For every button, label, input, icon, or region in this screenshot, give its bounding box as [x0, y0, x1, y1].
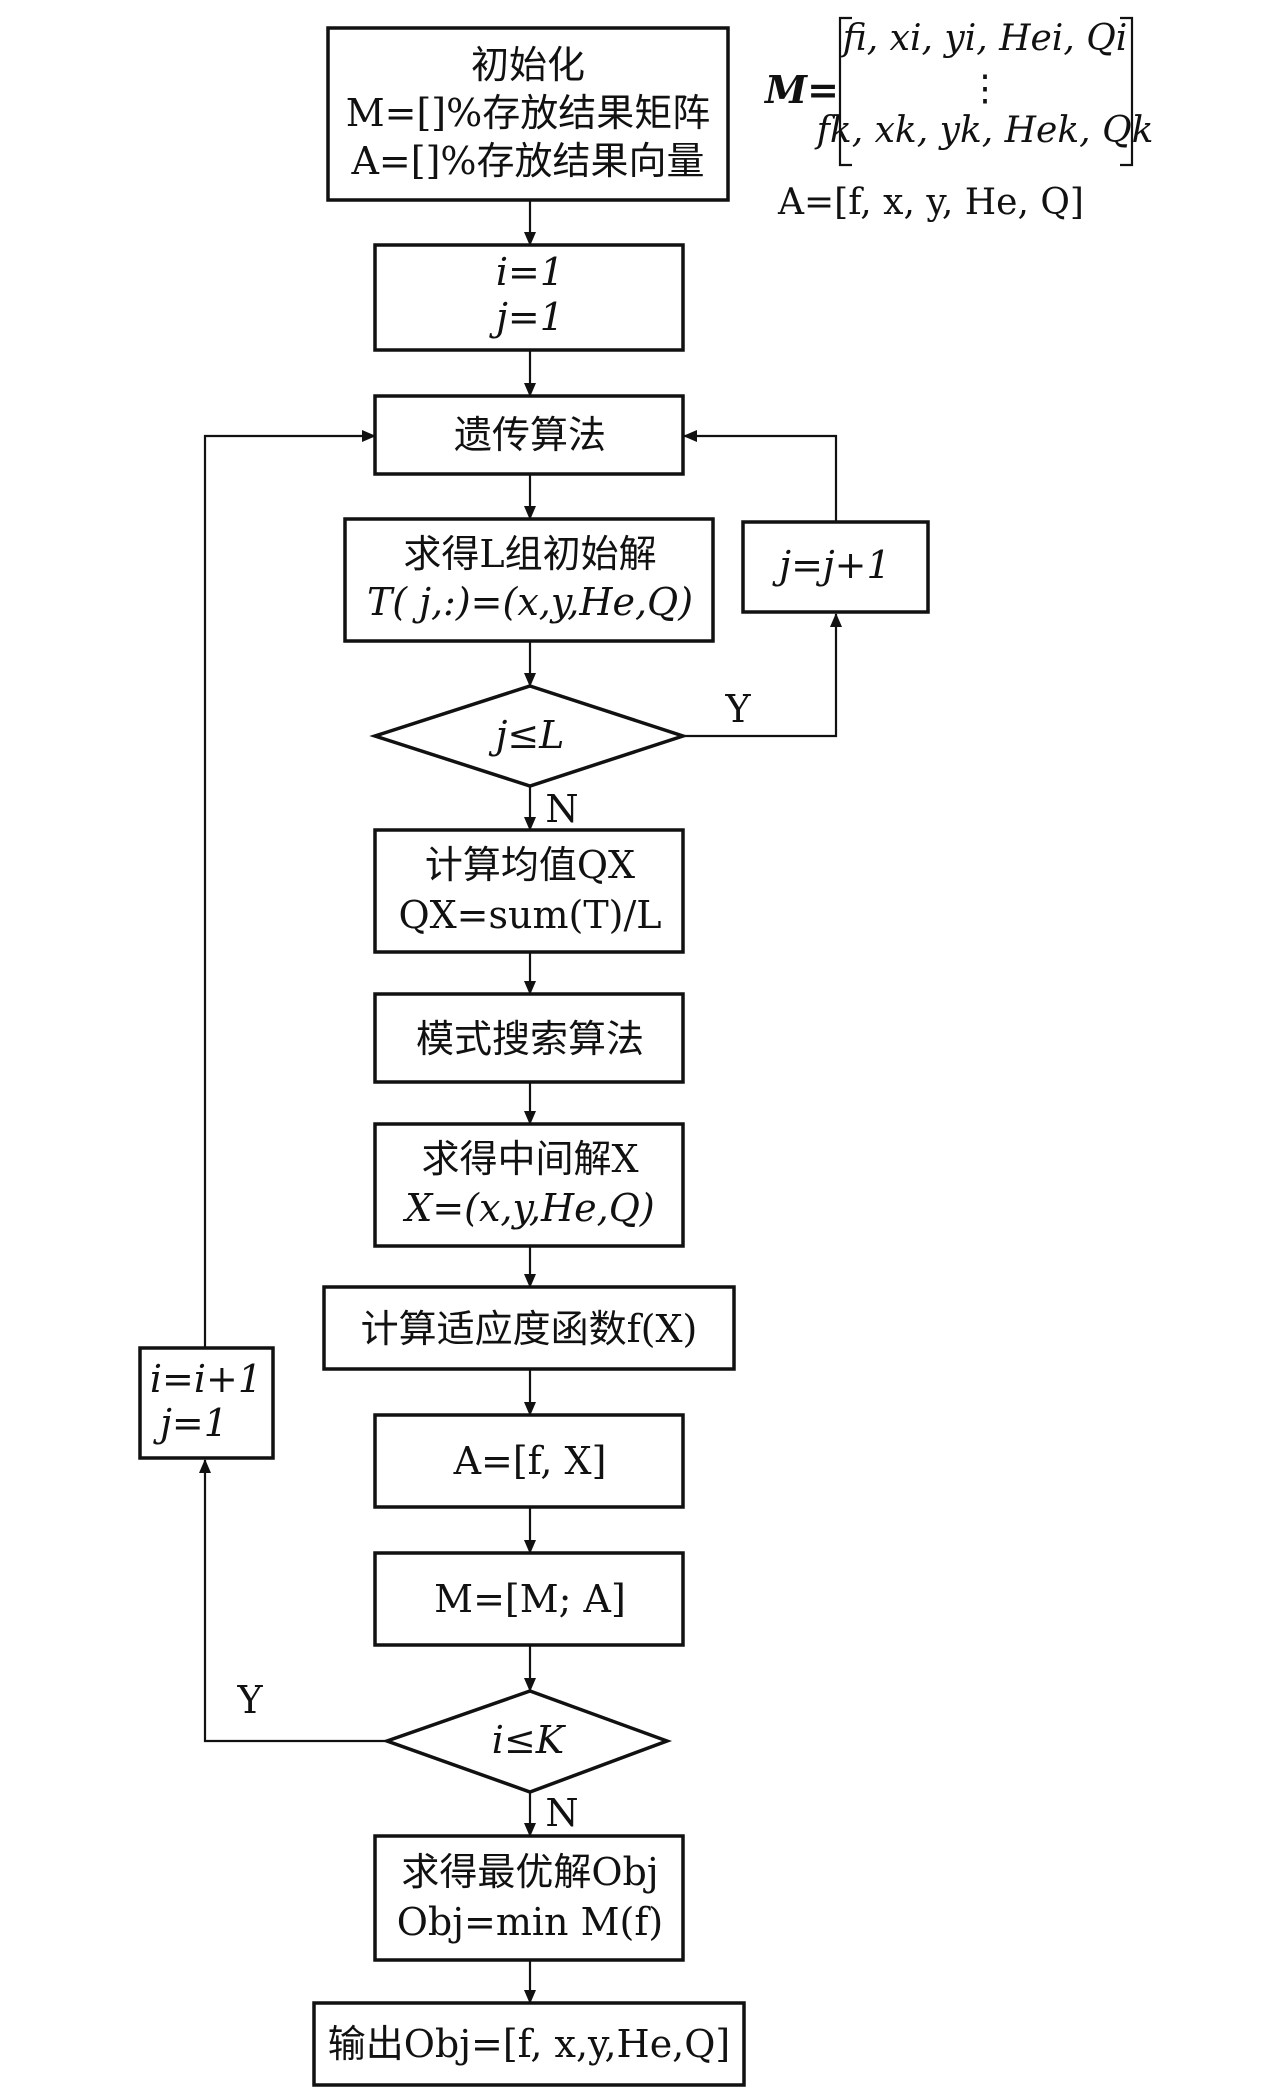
output-box: 输出Obj=[f, x,y,He,Q]	[312, 2001, 746, 2087]
ij-init-i: i=1	[496, 250, 564, 294]
connectors	[199, 200, 842, 2004]
init-title: 初始化	[471, 43, 585, 87]
intermediate-line2: X=(x,y,He,Q)	[402, 1186, 654, 1230]
ga-label: 遗传算法	[454, 413, 606, 457]
init-a-line: A=[]%存放结果向量	[350, 139, 704, 183]
edge-iinc-to-ga	[203, 430, 376, 1348]
a-assign-label: A=[f, X]	[453, 1439, 607, 1483]
decision-i-yes: Y	[236, 1678, 263, 1722]
i-increment-j: j=1	[153, 1401, 228, 1445]
matrix-note: M= fi, xi, yi, Hei, Qi ⋮ fk, xk, yk, Hek…	[763, 16, 1154, 223]
pattern-search-box: 模式搜索算法	[373, 992, 685, 1084]
decision-j-yes: Y	[724, 687, 751, 731]
decision-j-label: j≤L	[489, 713, 565, 757]
matrix-left-bracket	[838, 16, 852, 167]
m-assign-label: M=[M; A]	[434, 1577, 626, 1621]
decision-i-no: N	[545, 1791, 578, 1835]
matrix-dots: ⋮	[967, 68, 1003, 109]
matrix-row-i: fi, xi, yi, Hei, Qi	[840, 18, 1127, 59]
intermediate-box: 求得中间解X X=(x,y,He,Q)	[373, 1122, 685, 1248]
decision-j: j≤L Y N	[369, 684, 751, 831]
j-increment-label: j=j+1	[772, 543, 890, 587]
i-increment-box: i=i+1 j=1	[138, 1346, 275, 1460]
a-definition: A=[f, x, y, He, Q]	[777, 182, 1084, 223]
edge-jinc-to-ga	[683, 430, 838, 522]
output-label: 输出Obj=[f, x,y,He,Q]	[328, 2022, 731, 2066]
optimal-line2: Obj=min M(f)	[397, 1900, 663, 1944]
decision-i: i≤K Y N	[236, 1678, 673, 1835]
decision-j-no: N	[545, 787, 578, 831]
a-assign-box: A=[f, X]	[373, 1413, 685, 1509]
j-increment-box: j=j+1	[741, 520, 930, 614]
initial-line1: 求得L组初始解	[403, 532, 656, 576]
mean-line2: QX=sum(T)/L	[398, 893, 661, 937]
m-assign-box: M=[M; A]	[373, 1551, 685, 1647]
ga-box: 遗传算法	[373, 394, 685, 476]
fitness-label: 计算适应度函数f(X)	[361, 1307, 698, 1351]
init-m-line: M=[]%存放结果矩阵	[346, 91, 711, 135]
matrix-row-k: fk, xk, yk, Hek, Qk	[814, 110, 1154, 151]
matrix-m-label: M=	[763, 67, 839, 112]
mean-box: 计算均值QX QX=sum(T)/L	[373, 828, 685, 954]
mean-line1: 计算均值QX	[425, 843, 635, 887]
ij-init-j: j=1	[489, 295, 564, 339]
optimal-box: 求得最优解Obj Obj=min M(f)	[373, 1834, 685, 1962]
init-box: 初始化 M=[]%存放结果矩阵 A=[]%存放结果向量	[326, 26, 730, 202]
edge-deci-yes	[199, 1459, 387, 1743]
fitness-box: 计算适应度函数f(X)	[322, 1285, 736, 1371]
matrix-right-bracket	[1120, 16, 1134, 167]
ij-init-box: i=1 j=1	[373, 243, 685, 352]
i-increment-i: i=i+1	[150, 1357, 262, 1401]
intermediate-line1: 求得中间解X	[421, 1137, 638, 1181]
decision-i-label: i≤K	[492, 1718, 567, 1762]
pattern-search-label: 模式搜索算法	[416, 1017, 644, 1061]
initial-line2: T( j,:)=(x,y,He,Q)	[367, 580, 693, 624]
initial-solutions-box: 求得L组初始解 T( j,:)=(x,y,He,Q)	[343, 517, 715, 643]
optimal-line1: 求得最优解Obj	[401, 1850, 658, 1894]
edge-decj-yes	[683, 613, 842, 738]
